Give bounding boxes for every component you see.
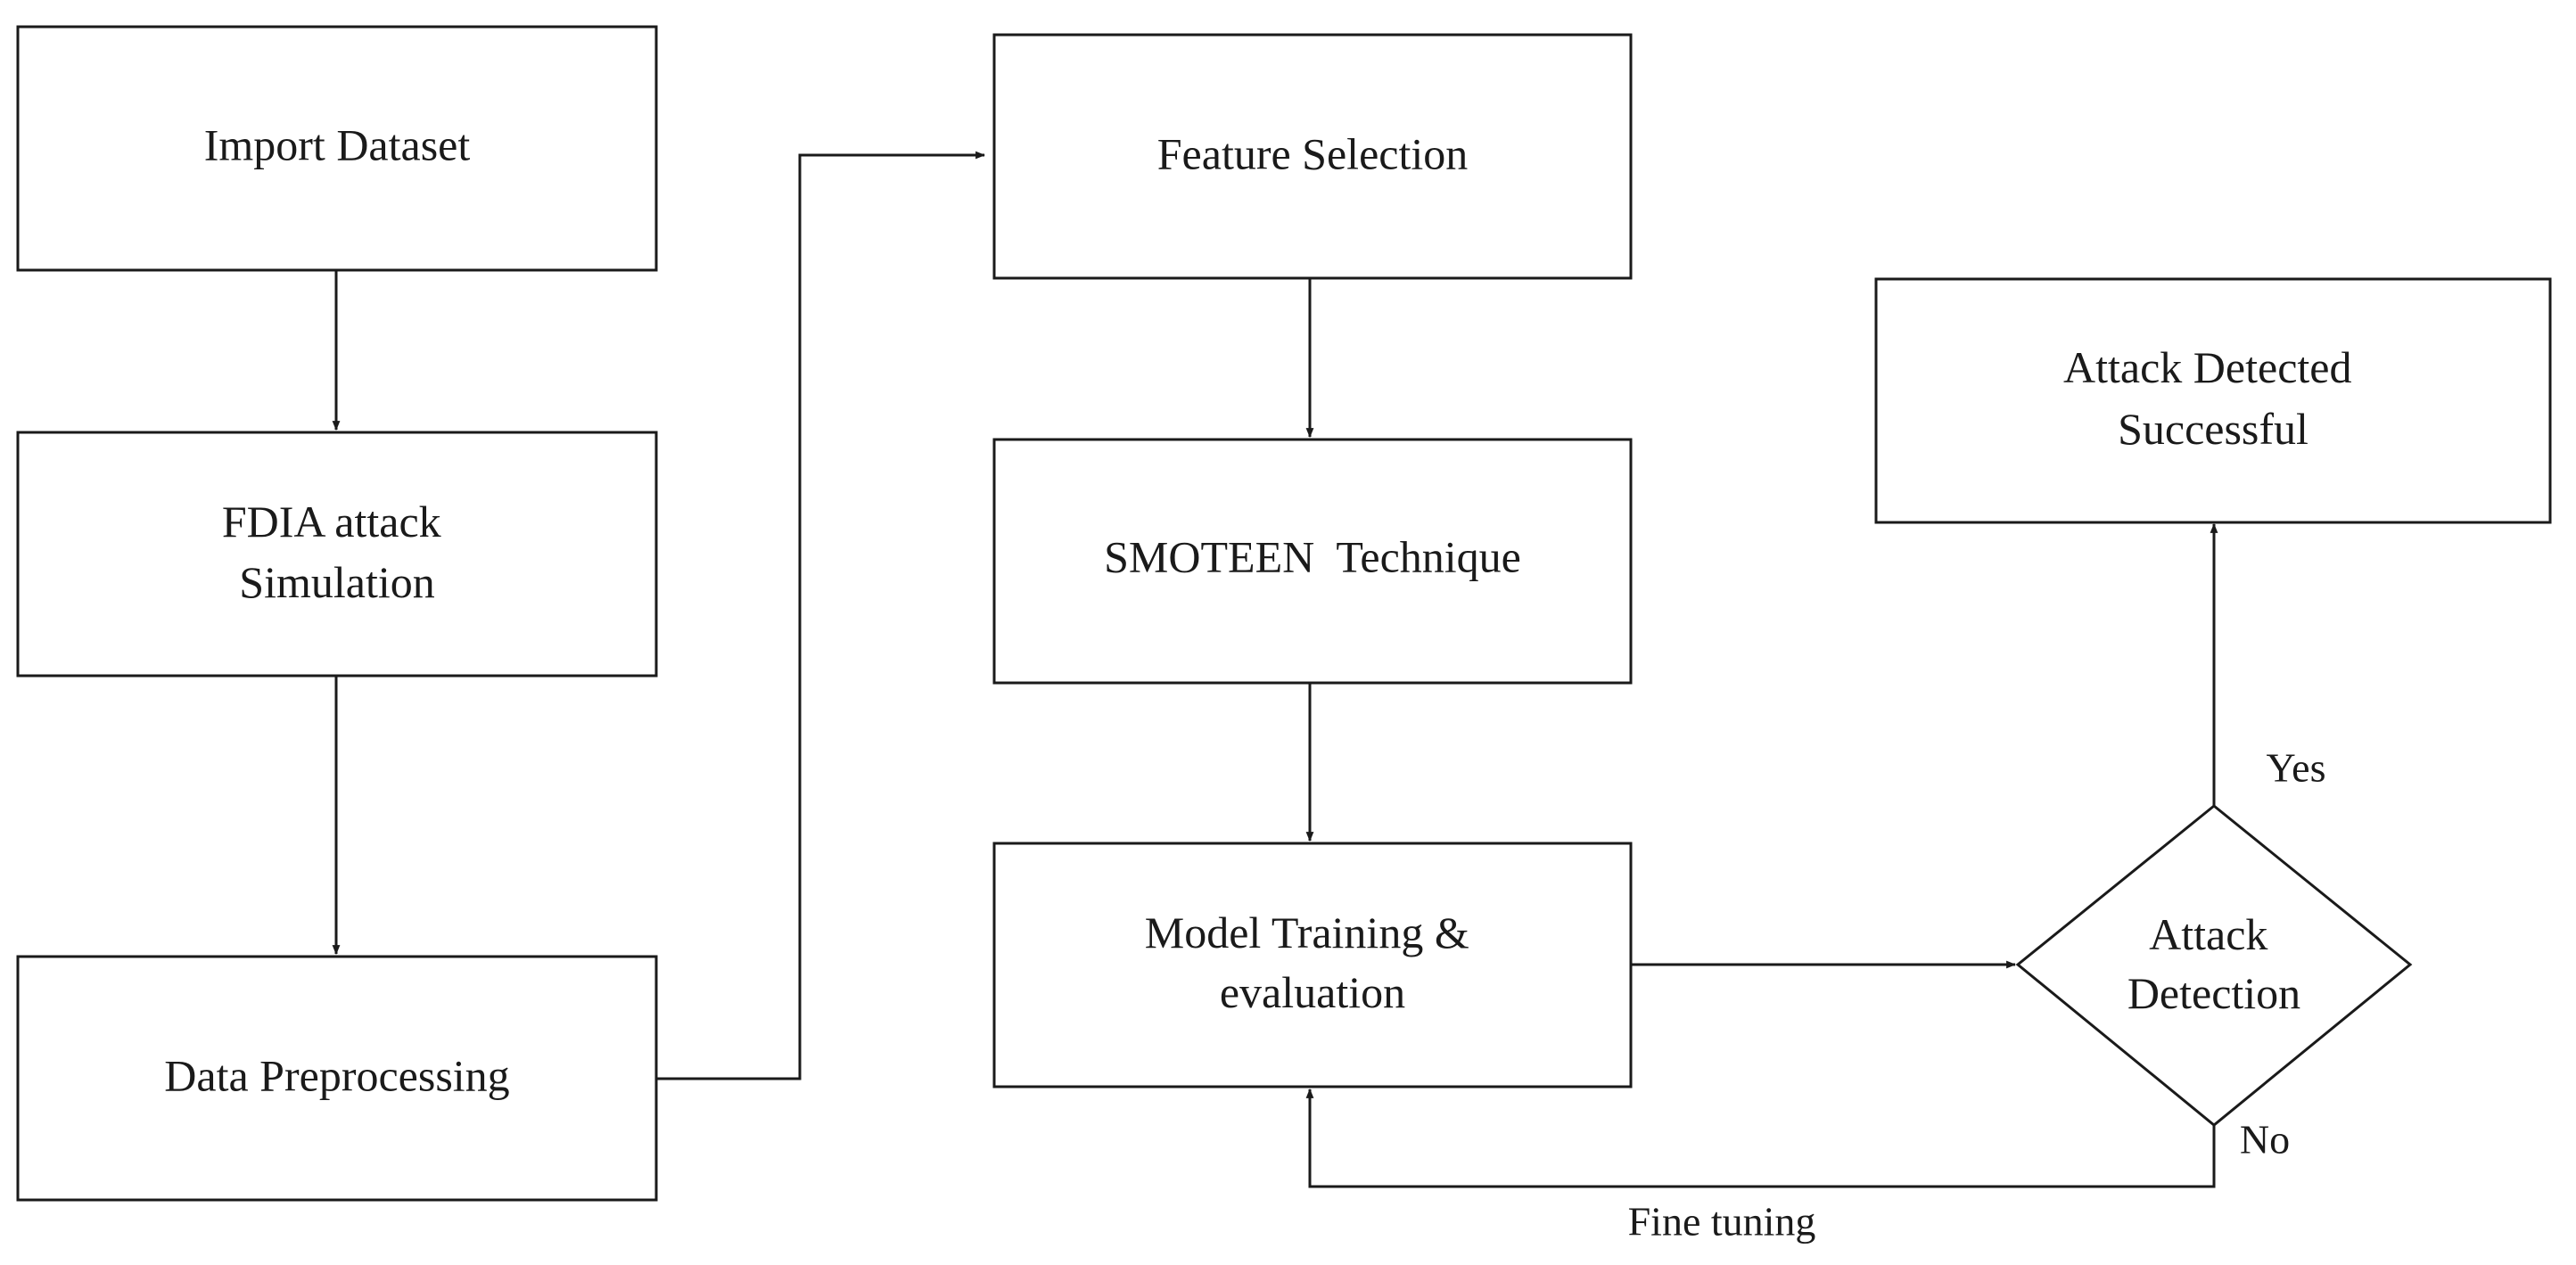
feature-selection-box — [992, 33, 1633, 280]
no-label: No — [2240, 1117, 2290, 1162]
attack-detection-label: Attack Detection — [2127, 909, 2300, 1018]
attack-detected-box — [1874, 277, 2552, 524]
model-training-box — [992, 842, 1633, 1088]
model-training-label: Model Training & evaluation — [1145, 908, 1480, 1017]
fdia-simulation-box — [16, 431, 658, 678]
data-preprocessing-label: Data Preprocessing — [164, 1050, 509, 1100]
attack-detection-diamond — [2015, 804, 2413, 1127]
edge-attack-detection-no-fine-tuning — [1305, 1088, 2216, 1188]
feature-selection-label: Feature Selection — [1157, 128, 1469, 178]
import-dataset-label: Import Dataset — [204, 119, 471, 169]
data-preprocessing-box — [16, 955, 658, 1202]
smoteen-box — [992, 438, 1633, 685]
yes-label: Yes — [2267, 745, 2326, 791]
fine-tuning-label: Fine tuning — [1628, 1199, 1816, 1244]
edge-preprocessing-to-feature-selection — [656, 151, 986, 1080]
fdia-simulation-label: FDIA attack Simulation — [222, 497, 452, 607]
attack-detected-label: Attack Detected Successful — [2063, 342, 2363, 454]
import-dataset-box — [16, 25, 658, 272]
smoteen-label: SMOTEEN Technique — [1104, 531, 1521, 581]
